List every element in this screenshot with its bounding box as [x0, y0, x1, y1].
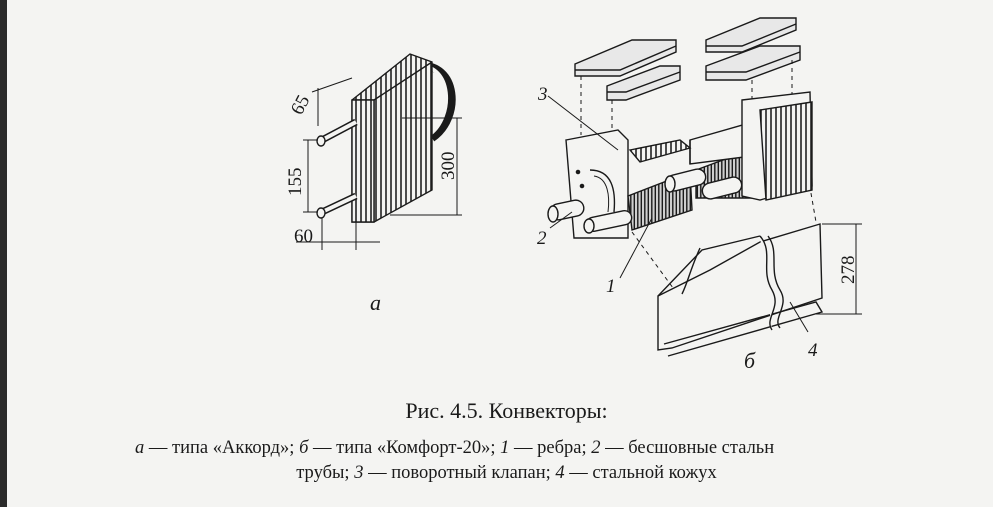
- legend-text: — типа «Аккорд»;: [144, 438, 300, 458]
- legend-text: — типа «Комфорт-20»;: [308, 438, 501, 458]
- figure-b-drawing: [547, 17, 862, 357]
- convector-figure: 65 155 300 60 а: [285, 17, 862, 373]
- legend-line-2: трубы; 3 — поворотный клапан; 4 — стальн…: [0, 461, 993, 486]
- legend-key: 4: [555, 463, 565, 483]
- legend-key: а: [135, 438, 145, 458]
- legend-text: — бесшовные стальн: [600, 438, 775, 458]
- dimension-65: 65: [287, 92, 314, 119]
- legend-key: 1: [500, 438, 510, 458]
- callout-3: 3: [537, 84, 548, 105]
- figure-b-label: б: [744, 348, 756, 373]
- callout-4: 4: [808, 340, 818, 361]
- dimension-60: 60: [294, 226, 313, 247]
- legend-key: 2: [591, 438, 601, 458]
- dimension-155: 155: [285, 168, 306, 197]
- figure-caption-title: Рис. 4.5. Конвекторы:: [405, 398, 608, 423]
- callout-1: 1: [606, 276, 616, 297]
- legend-text: — ребра;: [509, 438, 592, 458]
- legend-key: 3: [354, 463, 364, 483]
- dimension-278: 278: [838, 256, 859, 285]
- scan-edge: [0, 0, 7, 507]
- figure-a-drawing: [296, 53, 462, 250]
- dimension-300: 300: [438, 152, 459, 181]
- legend-text: — поворотный клапан;: [363, 463, 556, 483]
- legend-text: — стальной кожух: [564, 463, 717, 483]
- legend-key: б: [299, 438, 309, 458]
- legend-line-1: а — типа «Аккорд»; б — типа «Комфорт-20»…: [135, 436, 774, 461]
- figure-a-label: а: [370, 290, 381, 315]
- legend-text: трубы;: [296, 463, 355, 483]
- callout-2: 2: [537, 228, 547, 249]
